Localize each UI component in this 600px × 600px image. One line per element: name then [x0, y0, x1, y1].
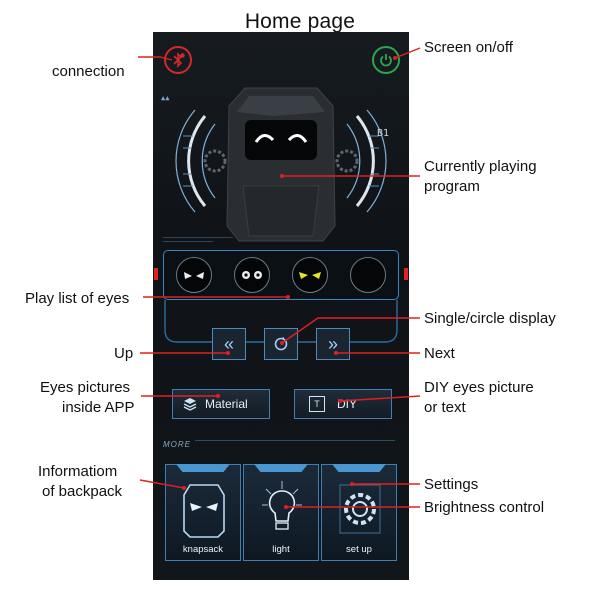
knapsack-tile[interactable]: knapsack	[165, 464, 241, 561]
light-label: light	[272, 544, 290, 555]
material-button[interactable]: Material	[172, 389, 270, 419]
double-chevron-left-icon: «	[223, 333, 234, 354]
more-section-header: MORE	[163, 434, 399, 449]
eye-thumbnail-2[interactable]	[234, 257, 270, 293]
connection-button[interactable]	[164, 46, 192, 74]
backpack-icon	[183, 484, 225, 538]
bluetooth-icon	[173, 52, 185, 68]
hud-readout: B1	[377, 128, 390, 139]
svg-text:▲▲: ▲▲	[161, 94, 170, 102]
annotation-play-list: Play list of eyes	[25, 290, 130, 307]
eyes-icon	[299, 272, 321, 279]
material-label: Material	[205, 397, 248, 411]
annotation-single-circle: Single/circle display	[424, 310, 556, 327]
gear-icon	[339, 484, 381, 534]
eye-thumbnail-3[interactable]	[292, 257, 328, 293]
power-icon	[380, 54, 392, 67]
annotation-settings: Settings	[424, 476, 479, 493]
diy-button[interactable]: T DIY	[294, 389, 392, 419]
annotation-current-program-line2: program	[424, 178, 480, 195]
setup-tile[interactable]: set up	[321, 464, 397, 561]
current-program-display[interactable]: ▲▲	[153, 76, 409, 246]
annotation-connection: connection	[52, 63, 125, 80]
double-chevron-right-icon: »	[327, 333, 338, 354]
knapsack-label: knapsack	[182, 544, 224, 555]
annotation-up: Up	[114, 345, 134, 362]
text-icon: T	[309, 396, 325, 412]
annotation-info-line2: of backpack	[42, 483, 123, 500]
screen-power-button[interactable]	[372, 46, 400, 74]
next-button[interactable]: »	[316, 328, 350, 360]
annotation-screen-toggle: Screen on/off	[424, 39, 513, 56]
list-right-marker	[404, 268, 408, 280]
annotation-info-line1: Informatiom	[38, 463, 118, 480]
divider	[163, 237, 233, 238]
divider	[163, 241, 213, 242]
annotation-diy-line2: or text	[424, 399, 466, 416]
eyes-play-list[interactable]	[163, 250, 399, 300]
eye-thumbnail-1[interactable]	[176, 257, 212, 293]
loop-icon	[274, 337, 288, 351]
app-screen: ▲▲ B1 «	[153, 32, 409, 580]
list-left-marker	[154, 268, 158, 280]
annotation-brightness: Brightness control	[424, 499, 545, 516]
setup-label: set up	[346, 544, 372, 555]
annotation-diy-line1: DIY eyes picture	[424, 379, 534, 396]
page-title: Home page	[244, 10, 356, 33]
eye-thumbnail-4[interactable]	[350, 257, 386, 293]
layers-icon	[183, 398, 197, 411]
lightbulb-icon	[262, 481, 302, 530]
annotation-eyes-pictures-line2: inside APP	[62, 399, 135, 416]
light-tile[interactable]: light	[243, 464, 319, 561]
eyes-icon	[242, 271, 262, 279]
annotation-eyes-pictures-line1: Eyes pictures	[40, 379, 131, 396]
more-label: MORE	[163, 440, 191, 449]
eyes-icon	[184, 272, 204, 279]
annotation-current-program-line1: Currently playing	[424, 158, 537, 175]
annotation-next: Next	[424, 345, 455, 362]
